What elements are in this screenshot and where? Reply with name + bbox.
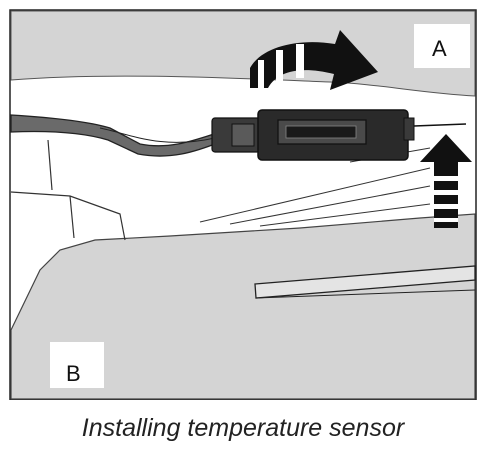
figure-caption: Installing temperature sensor — [81, 414, 405, 442]
callout-a-label: A — [432, 36, 447, 61]
callout-b: B — [50, 342, 104, 388]
callout-a: A — [414, 24, 470, 68]
inner-bracket-outline — [10, 139, 126, 241]
up-arrow-icon — [420, 134, 472, 228]
curved-arrow-icon — [250, 30, 378, 90]
mounting-rail — [254, 265, 476, 299]
temperature-sensor-connector — [211, 109, 467, 161]
sensor-installation-illustration: A B — [9, 9, 477, 400]
callout-b-label: B — [66, 361, 81, 386]
